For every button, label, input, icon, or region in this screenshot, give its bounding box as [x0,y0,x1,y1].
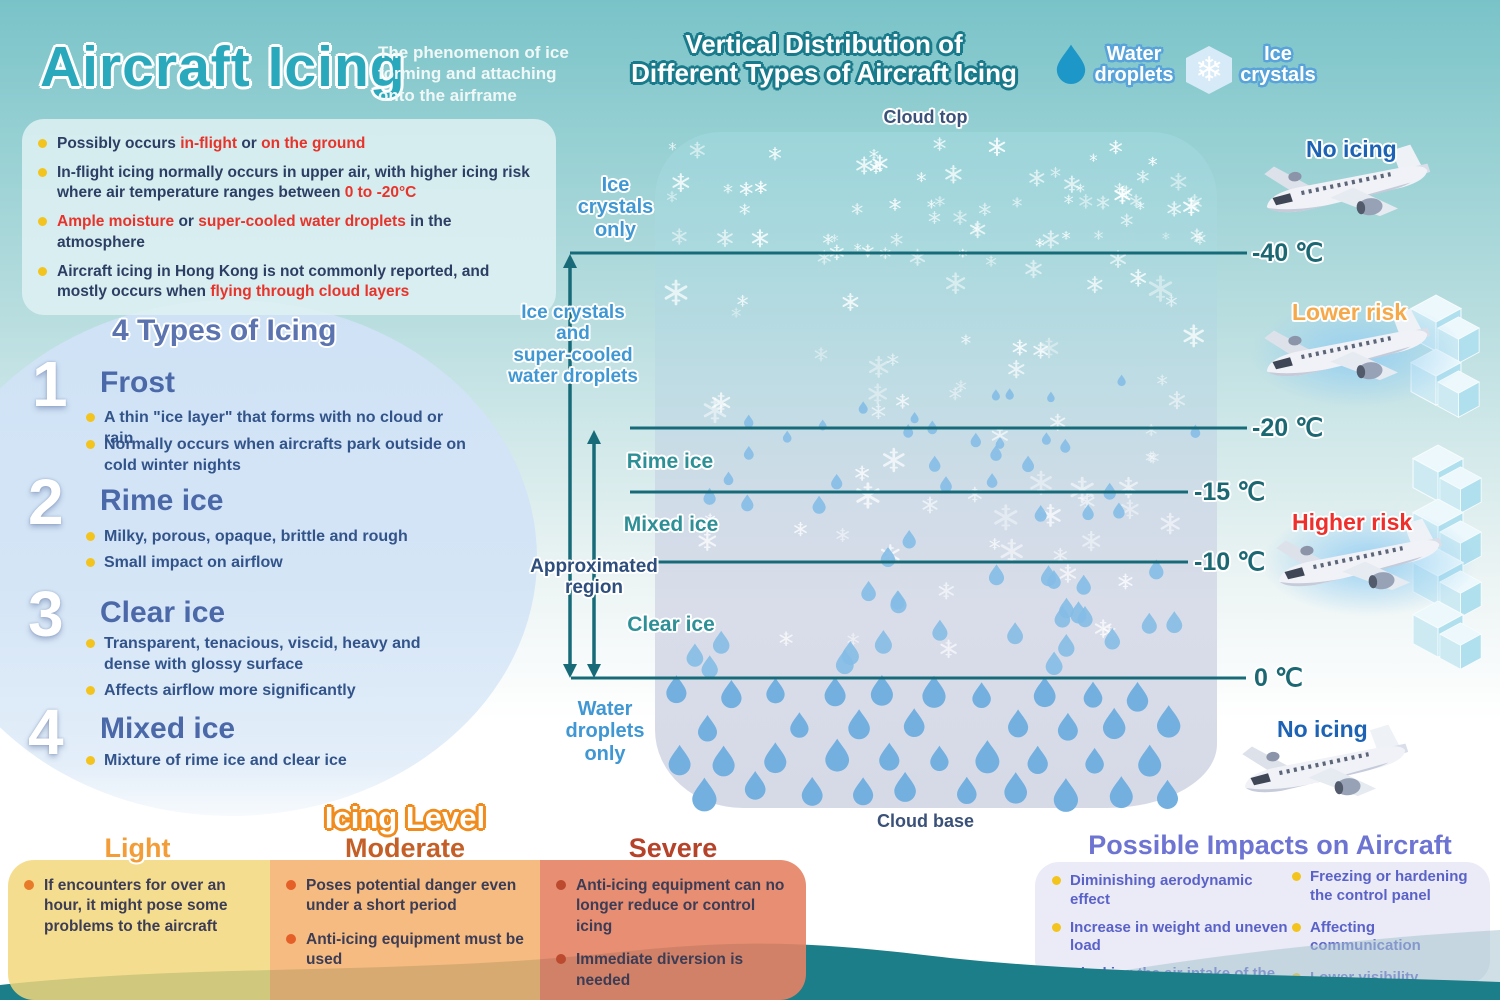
bullet-icon [86,413,95,422]
icing-level-moderate-panel: Poses potential danger even under a shor… [270,860,540,1000]
airplane-icon [1262,312,1432,407]
bullet-icon [86,532,95,541]
bullet-icon [1292,973,1301,982]
bullet-icon [86,558,95,567]
impact-item: Lower visibility [1310,969,1419,986]
bullet-icon [1052,922,1061,932]
key-fact-text: In-flight icing normally occurs in upper… [57,164,530,202]
zone-water-droplets-only: Water droplets only [565,698,645,765]
bullet-icon [86,686,95,695]
temp-label--10c: -10 ℃ [1194,548,1266,576]
water-droplet-icon [1056,44,1086,85]
impacts-column-left: Diminishing aerodynamic effect Increase … [1052,872,1290,1000]
impact-item: Increase in weight and uneven load [1070,918,1288,955]
level-name-light: Light [104,833,171,863]
level-name-severe: Severe [628,833,718,863]
key-facts-panel: Possibly occurs in-flight or on the grou… [22,119,556,315]
bullet-icon [1052,969,1061,978]
bullet-icon [24,880,34,890]
bullet-icon [1292,922,1301,932]
legend-ice-crystals-label: Ice crystals [1240,43,1316,86]
key-fact: Aircraft icing in Hong Kong is not commo… [38,262,538,302]
zone-ice-crystals-supercooled: Ice crystals and super-cooled water drop… [508,302,638,387]
approximated-region-label: Approximated region [530,556,658,599]
impact-item: Diminishing aerodynamic effect [1070,872,1253,908]
bullet-icon [38,139,47,148]
type-bullet: Transparent, tenacious, viscid, heavy an… [104,635,421,673]
type-number: 4 [28,696,64,768]
airplane-icon [1274,522,1444,617]
key-fact: Possibly occurs in-flight or on the grou… [38,134,538,154]
type-name-clear-ice: Clear ice [100,596,226,629]
key-fact-text: Aircraft icing in Hong Kong is not commo… [57,262,490,300]
zone-ice-crystals-only: Ice crystals only [577,174,654,241]
type-name-rime-ice: Rime ice [100,484,224,517]
plane-label-no-icing-bottom: No icing [1277,716,1368,742]
key-fact: Ample moisture or super-cooled water dro… [38,212,538,252]
types-section-title: 4 Types of Icing [112,314,337,347]
key-fact-text: Possibly occurs in-flight or on the grou… [57,135,366,152]
plane-label-higher-risk: Higher risk [1292,509,1413,535]
diagram-title: Vertical Distribution of Different Types… [631,29,1017,89]
bullet-icon [556,954,566,965]
snowflake-icon: ❄ [1186,46,1232,94]
bullet-icon [556,880,566,890]
page-title: Aircraft Icing [40,35,406,99]
level-name-moderate: Moderate [344,833,466,863]
temp-label-0c: 0 ℃ [1254,664,1303,692]
impact-item: Blocking the air intake of the engine [1070,965,1276,1000]
type-bullet: Mixture of rime ice and clear ice [104,752,347,769]
type-number: 3 [28,578,64,650]
icing-level-light-panel: If encounters for over an hour, it might… [8,860,270,1000]
zone-clear-ice: Clear ice [627,613,715,636]
plane-label-lower-risk: Lower risk [1292,299,1408,325]
bullet-icon [286,933,296,944]
type-bullet: Small impact on airflow [104,554,283,571]
cloud-shape [655,132,1217,808]
type-number: 1 [32,348,68,420]
bullet-icon [86,639,95,648]
impacts-column-right: Freezing or hardening the control panel … [1292,868,1488,988]
level-bullet: Anti-icing equipment must be used [306,930,524,969]
icing-level-title: Icing Level [324,800,486,835]
page-subtitle: The phenomenon of ice forming and attach… [378,43,569,105]
bullet-icon [38,266,47,276]
bullet-icon [286,880,296,890]
icing-level-severe-panel: Anti-icing equipment can no longer reduc… [540,860,806,1000]
bullet-icon [1052,876,1061,885]
bullet-icon [1292,872,1301,881]
legend-water-droplets-label: Water droplets [1094,43,1174,86]
bullet-icon [38,217,47,227]
type-bullet: A thin "ice layer" that forms with no cl… [104,409,444,447]
impact-item: Affecting communication [1310,918,1421,955]
temp-label--40c: -40 ℃ [1252,239,1324,267]
level-bullet: If encounters for over an hour, it might… [44,877,228,935]
bullet-icon [38,168,47,178]
cloud-top-label: Cloud top [883,107,968,127]
zone-mixed-ice: Mixed ice [623,513,719,536]
bullet-icon [86,756,95,765]
key-fact-text: Ample moisture or super-cooled water dro… [57,213,452,251]
cloud-base-label: Cloud base [876,811,974,831]
key-fact: In-flight icing normally occurs in upper… [38,163,538,203]
type-bullet: Normally occurs when aircrafts park outs… [104,436,466,474]
level-bullet: Anti-icing equipment can no longer reduc… [576,877,785,935]
type-bullet: Affects airflow more significantly [104,682,356,699]
type-name-mixed-ice: Mixed ice [100,712,236,745]
level-bullet: Poses potential danger even under a shor… [306,877,517,915]
temp-label--20c: -20 ℃ [1252,414,1324,442]
type-number: 2 [28,466,64,538]
level-bullet: Immediate diversion is needed [576,951,744,989]
type-bullet: Milky, porous, opaque, brittle and rough [104,528,408,545]
temp-label--15c: -15 ℃ [1194,478,1266,506]
impacts-title: Possible Impacts on Aircraft [1088,830,1452,860]
type-name-frost: Frost [100,366,175,399]
plane-label-no-icing-top: No icing [1306,136,1397,162]
impact-item: Freezing or hardening the control panel [1310,868,1468,904]
bullet-icon [86,440,95,449]
zone-rime-ice: Rime ice [626,450,714,473]
